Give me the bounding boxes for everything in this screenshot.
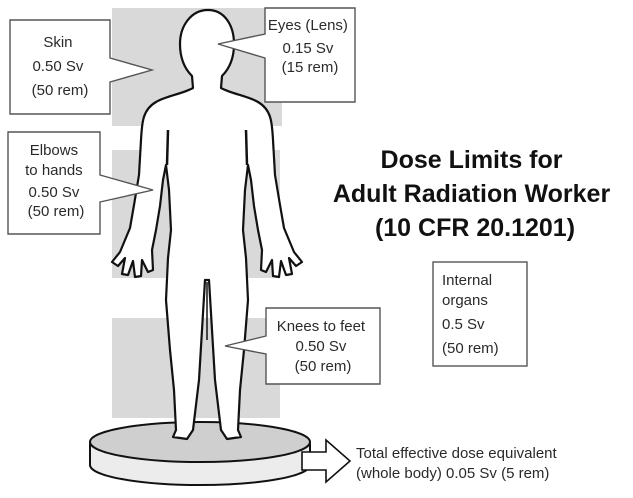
- knees-callout-line2: 0.50 Sv: [295, 338, 346, 355]
- eyes-callout-line2: 0.15 Sv: [282, 40, 333, 57]
- skin-callout-line1: Skin: [43, 34, 72, 51]
- skin-callout-line2: 0.50 Sv: [32, 58, 83, 75]
- platform: [90, 422, 310, 485]
- internal-callout-line1: Internal: [442, 272, 492, 289]
- eyes-callout-line3: (15 rem): [282, 59, 339, 76]
- elbows-callout-line3: 0.50 Sv: [28, 184, 79, 201]
- title-line3: (10 CFR 20.1201): [375, 214, 575, 242]
- svg-text:Total effective dose equivalen: Total effective dose equivalent (whole b…: [356, 445, 561, 482]
- internal-callout-line4: (50 rem): [442, 340, 499, 357]
- skin-callout-line3: (50 rem): [32, 82, 89, 99]
- arm-separation-left: [167, 130, 168, 165]
- title-line2: Adult Radiation Worker: [333, 180, 611, 208]
- eyes-callout-line1: Eyes (Lens): [268, 17, 348, 34]
- arm-separation-right: [246, 130, 247, 165]
- elbows-callout-line1: Elbows: [30, 142, 78, 159]
- internal-callout-line3: 0.5 Sv: [442, 316, 485, 333]
- svg-text:Dose Limits for Adult Radi: Dose Limits for Adult Radiation Worker (…: [333, 146, 617, 242]
- knees-callout-line1: Knees to feet: [277, 318, 366, 335]
- total-dose-line2: (whole body) 0.05 Sv (5 rem): [356, 465, 549, 482]
- total-dose-line1: Total effective dose equivalent: [356, 445, 558, 462]
- knees-callout-line3: (50 rem): [295, 358, 352, 375]
- elbows-callout-line2: to hands: [25, 162, 83, 179]
- elbows-callout-line4: (50 rem): [28, 203, 85, 220]
- internal-callout-line2: organs: [442, 292, 488, 309]
- title-line1: Dose Limits for: [381, 146, 563, 174]
